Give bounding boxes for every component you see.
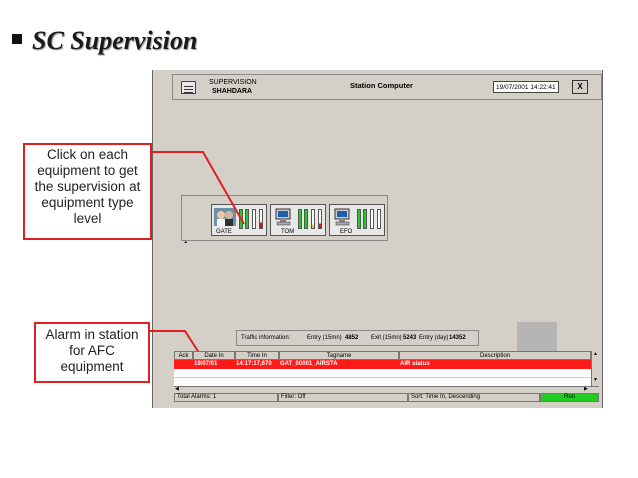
- gate-status-bar-4: [259, 209, 263, 229]
- row-description: AIR status: [400, 361, 430, 367]
- total-alarms: Total Alarms: 1: [174, 393, 278, 402]
- table-row-empty: [174, 369, 591, 378]
- exit-15min-label: Exit (15mn): [371, 335, 402, 341]
- gate-photo-icon: [214, 208, 236, 226]
- scroll-down-icon[interactable]: ▼: [593, 377, 598, 383]
- traffic-info-panel: Traffic information: Entry (15mn) 4852 E…: [236, 330, 479, 346]
- gate-label: GATE: [216, 229, 232, 235]
- col-time-in[interactable]: Time In: [235, 351, 279, 360]
- alarm-callout: Alarm in station for AFC equipment: [34, 322, 150, 383]
- row-date: 19/07/01: [194, 361, 218, 367]
- app-label: SUPERVISION: [209, 79, 257, 86]
- title-bullet: [12, 34, 22, 44]
- datetime-display: 19/07/2001 14:22:41: [493, 81, 559, 93]
- efo-status-bar-3: [370, 209, 374, 229]
- efo-label: EFO: [340, 229, 353, 235]
- scroll-right-icon[interactable]: ▶: [584, 386, 588, 392]
- window-title: Station Computer: [350, 81, 413, 90]
- efo-status-bar-2: [363, 209, 367, 229]
- tom-status-bar-1: [298, 209, 302, 229]
- computer-icon: [274, 208, 294, 231]
- tom-status-bar-2: [304, 209, 308, 229]
- horizontal-scrollbar[interactable]: ◀ ▶: [174, 386, 599, 393]
- equipment-tom[interactable]: TOM: [270, 204, 326, 236]
- scroll-left-icon[interactable]: ◀: [175, 386, 179, 392]
- entry-day-value: 14352: [449, 335, 466, 341]
- equipment-callout: Click on each equipment to get the super…: [23, 143, 152, 240]
- row-time: 14:17:17,670: [236, 361, 272, 367]
- station-name: SHAHDARA: [212, 88, 253, 95]
- tom-status-bar-3: [311, 209, 315, 229]
- slide-title: SC Supervision: [32, 26, 198, 55]
- tom-status-bar-4: [318, 209, 322, 229]
- col-tagname[interactable]: Tagname: [279, 351, 399, 360]
- scroll-up-icon[interactable]: ▲: [593, 351, 598, 357]
- blank-panel: [517, 322, 557, 351]
- row-tagname: GAT_00001_AIRSTA: [280, 361, 338, 367]
- col-description[interactable]: Description: [399, 351, 591, 360]
- tom-label: TOM: [281, 229, 295, 235]
- entry-day-label: Entry (day): [419, 335, 449, 341]
- efo-status-bar-1: [357, 209, 361, 229]
- computer-icon: [333, 208, 353, 231]
- equipment-efo[interactable]: EFO: [329, 204, 385, 236]
- entry-15min-label: Entry (15mn): [307, 335, 342, 341]
- sort-status: Sort: Time In, Descending: [408, 393, 540, 402]
- filter-status: Filter: Off: [278, 393, 408, 402]
- close-button[interactable]: X: [572, 80, 588, 94]
- vertical-scrollbar[interactable]: ▲ ▼: [591, 351, 599, 386]
- col-ack[interactable]: Ack: [174, 351, 193, 360]
- efo-status-bar-4: [377, 209, 381, 229]
- entry-15min-value: 4852: [345, 335, 359, 341]
- col-date-in[interactable]: Date In: [193, 351, 235, 360]
- gate-status-bar-3: [252, 209, 256, 229]
- run-button[interactable]: Run: [540, 393, 599, 402]
- traffic-label: Traffic information:: [241, 335, 291, 341]
- exit-15min-value: 5243: [403, 335, 417, 341]
- gate-status-bar-2: [245, 209, 249, 229]
- table-row[interactable]: 19/07/01 14:17:17,670 GAT_00001_AIRSTA A…: [174, 360, 591, 369]
- supervision-menu-icon[interactable]: [181, 81, 196, 94]
